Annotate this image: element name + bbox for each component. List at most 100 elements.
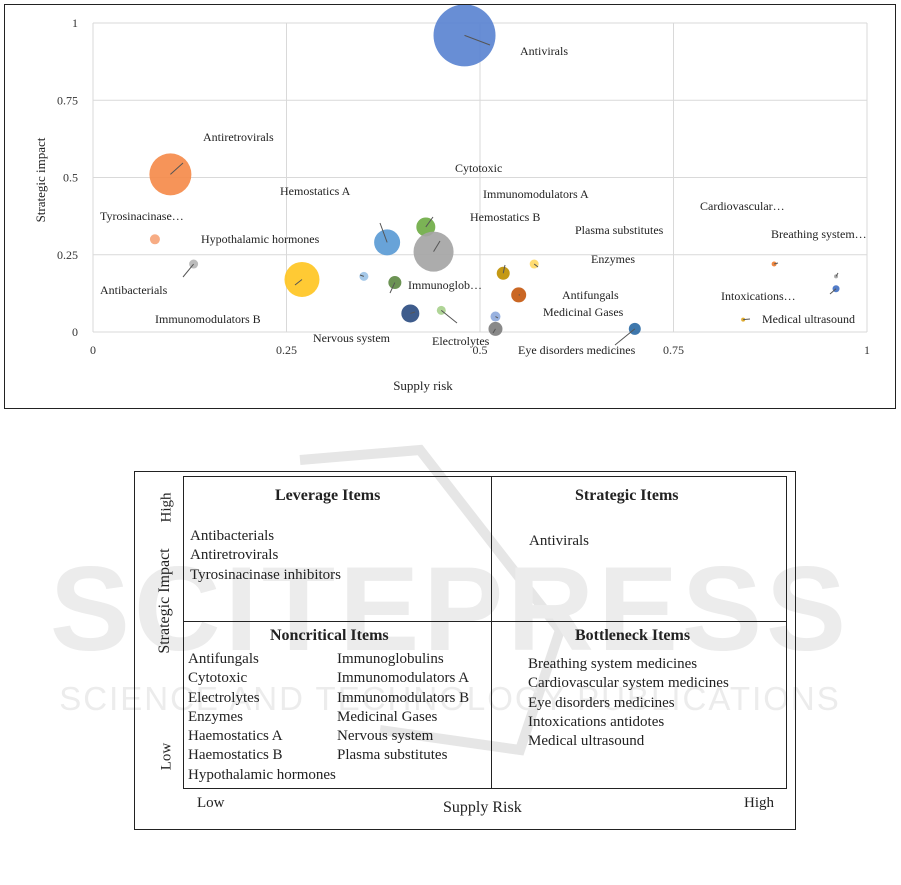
data-label: Intoxications… [721,289,796,303]
list-item: Antibacterials [190,528,275,544]
list-item: Immunomodulators B [337,689,470,706]
leader-line [614,328,636,346]
leader-line [433,240,441,252]
y-tick-label: 0.75 [57,93,78,107]
data-label: Nervous system [313,331,391,345]
strategic-list: Antivirals [529,532,589,551]
data-label: Eye disorders medicines [518,343,636,357]
leader-line [389,282,396,294]
data-label: Antibacterials [100,283,168,297]
list-item: Plasma substitutes [337,747,448,764]
leader-line [835,272,839,277]
list-item: Tyrosinacinase inhibitors [190,566,342,583]
watermark-title: SCITEPRESS [50,542,850,676]
y-axis-label: Strategic Impact [156,548,173,654]
list-item: Eye disorders medicines [528,694,675,711]
noncritical-list-col2: Immunoglobulins Immunomodulators A Immun… [337,650,469,766]
list-item: Antivirals [529,533,589,549]
x-high-label: High [744,795,774,811]
list-item: Electrolytes [188,689,260,706]
list-item: Cardiovascular system medicines [528,675,729,692]
y-axis-title: Strategic impact [33,137,48,222]
leader-line [359,274,365,277]
leader-line [379,222,388,243]
list-item: Immunomodulators A [337,670,470,687]
list-item: Hypothalamic hormones [188,766,336,783]
leader-line [170,162,184,175]
x-axis-title: Supply risk [393,378,453,393]
list-item: Haemostatics A [188,728,283,745]
leverage-list: Antibacterials Antiretrovirals Tyrosinac… [190,527,341,585]
data-label: Hemostatics B [470,210,540,224]
x-tick-label: 1 [864,343,870,357]
data-label: Medical ultrasound [762,312,855,326]
x-tick-label: 0.75 [663,343,684,357]
data-label: Immunoglob… [408,278,482,292]
list-item: Medical ultrasound [528,733,645,750]
leader-line [440,309,458,324]
x-low-label: Low [197,795,225,811]
bubble [149,234,160,245]
x-tick-label: 0.25 [276,343,297,357]
list-item: Nervous system [337,728,434,745]
list-item: Antiretrovirals [190,547,279,564]
data-label: Hemostatics A [280,184,351,198]
list-item: Immunoglobulins [337,651,444,667]
kraljic-matrix: Strategic Impact High Low Leverage Items… [134,471,796,830]
watermark-subtitle: SCIENCE AND TECHNOLOGY PUBLICATIONS [59,680,841,717]
y-tick-label: 0 [72,325,78,339]
leader-line [294,279,303,286]
bubble-chart: AntiviralsAntiretroviralsTyrosinacinase…… [33,5,870,393]
leader-line [425,216,434,228]
leader-line [829,288,837,295]
data-label: Immunomodulators B [155,312,261,326]
matrix-grid: Leverage Items Antibacterials Antiretrov… [183,476,787,789]
y-high-label: High [158,492,175,523]
leader-line [502,264,506,274]
leader-line [495,316,499,319]
leverage-title: Leverage Items [275,487,381,504]
data-label: Hypothalamic hormones [201,232,320,246]
data-label: Cytotoxic [455,161,502,175]
y-tick-label: 0.25 [57,248,78,262]
watermark-logo: SCITEPRESS SCIENCE AND TECHNOLOGY PUBLIC… [50,444,850,756]
list-item: Antifungals [188,651,259,667]
data-label: Electrolytes [432,334,490,348]
noncritical-list-col1: Antifungals Cytotoxic Electrolytes Enzym… [188,650,336,785]
data-label: Breathing system… [771,227,867,241]
list-item: Breathing system medicines [528,656,698,672]
y-low-label: Low [158,742,175,771]
data-label: Plasma substitutes [575,223,664,237]
data-label: Enzymes [591,252,635,266]
leader-line [182,263,195,278]
horizontal-divider [184,621,786,622]
data-label: Antiretrovirals [203,130,274,144]
list-item: Medicinal Gases [337,708,438,725]
list-item: Cytotoxic [188,670,248,687]
data-label: Immunomodulators A [483,187,589,201]
data-label: Antifungals [562,288,619,302]
list-item: Intoxications antidotes [528,713,665,730]
leader-line [464,34,491,46]
data-label: Antivirals [520,44,568,58]
x-axis-label: Supply Risk [443,799,522,816]
bottleneck-list: Breathing system medicines Cardiovascula… [528,655,729,751]
data-label: Cardiovascular… [700,199,785,213]
x-tick-label: 0.5 [473,343,488,357]
bottleneck-title: Bottleneck Items [575,627,691,644]
y-tick-label: 0.5 [63,171,78,185]
data-label: Tyrosinacinase… [100,209,184,223]
strategic-title: Strategic Items [575,487,679,504]
leader-line [533,263,539,268]
x-tick-label: 0 [90,343,96,357]
leader-line [410,311,416,314]
data-label: Medicinal Gases [543,305,624,319]
list-item: Haemostatics B [188,747,283,764]
vertical-divider [491,477,492,788]
y-tick-label: 1 [72,16,78,30]
list-item: Enzymes [188,708,243,725]
leader-line [492,328,496,334]
leader-line [743,318,751,321]
noncritical-title: Noncritical Items [270,627,389,644]
